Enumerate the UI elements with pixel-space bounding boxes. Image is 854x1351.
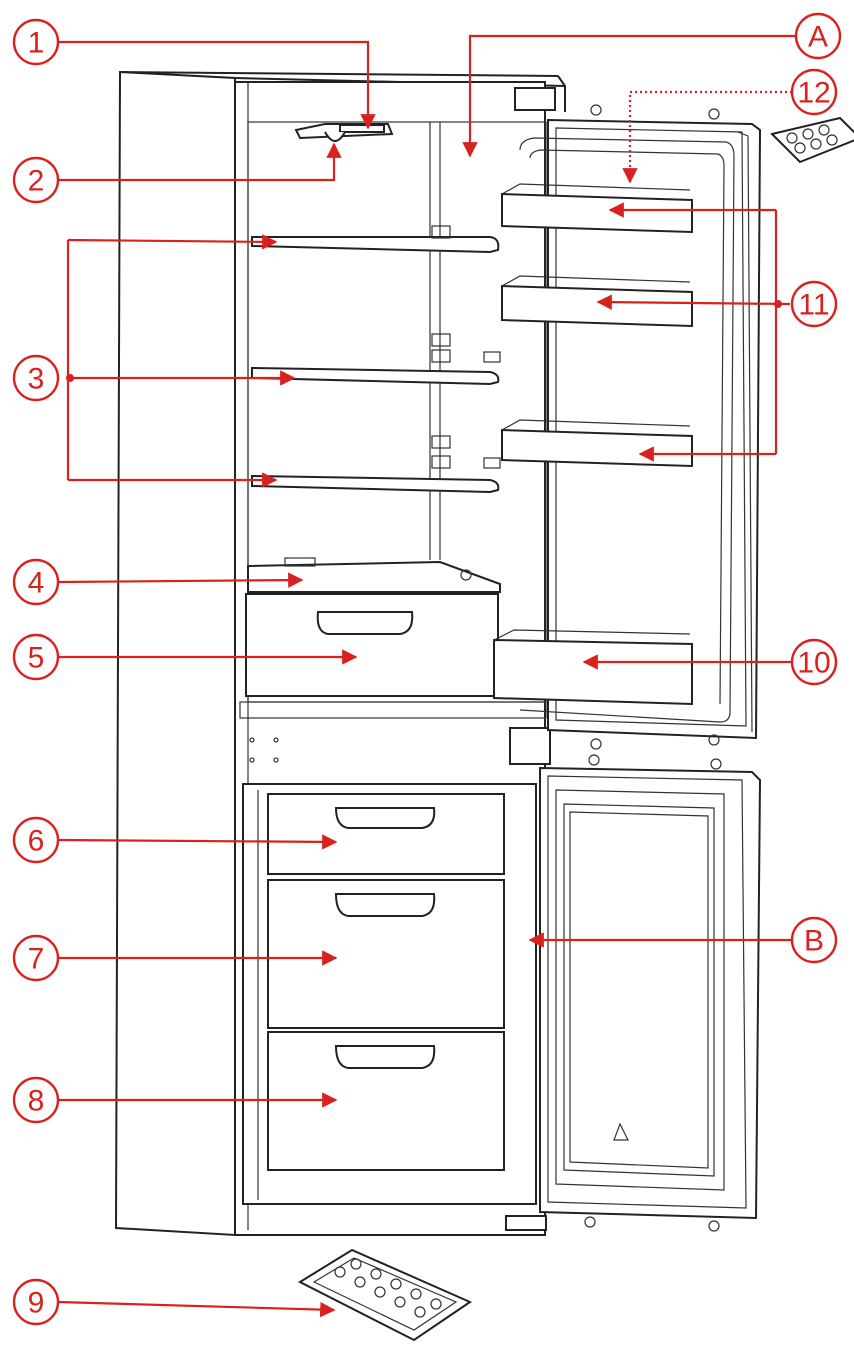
callout-6: 6 bbox=[12, 816, 60, 864]
callout-3: 3 bbox=[12, 354, 60, 402]
callout-1: 1 bbox=[12, 18, 60, 66]
callout-label: 1 bbox=[28, 27, 45, 60]
freezer-drawer-top bbox=[267, 793, 505, 875]
egg-tray bbox=[770, 116, 854, 164]
crisper-cover bbox=[247, 557, 501, 593]
callout-label: 6 bbox=[28, 825, 45, 858]
leader-1 bbox=[58, 40, 376, 130]
leader-6 bbox=[57, 834, 338, 850]
callout-7: 7 bbox=[12, 934, 60, 982]
callout-9: 9 bbox=[12, 1278, 60, 1326]
callout-label: 8 bbox=[28, 1085, 45, 1118]
callout-5: 5 bbox=[12, 633, 60, 681]
leader-A bbox=[462, 34, 796, 158]
glass-shelf-3 bbox=[251, 435, 501, 494]
callout-label: 11 bbox=[798, 289, 829, 322]
glass-shelf-1 bbox=[251, 225, 500, 254]
top-hinge bbox=[514, 87, 556, 111]
glass-shelf-2 bbox=[251, 333, 501, 386]
callout-11: 11 bbox=[790, 280, 838, 328]
bottom-hinge bbox=[505, 1215, 547, 1231]
callout-label: 3 bbox=[28, 363, 45, 396]
callout-label: 12 bbox=[797, 77, 830, 110]
callout-4: 4 bbox=[12, 558, 60, 606]
leader-11b bbox=[596, 294, 791, 310]
freezer-door bbox=[539, 754, 762, 1232]
callout-12: 12 bbox=[790, 68, 838, 116]
freezer-drawer-middle bbox=[267, 879, 505, 1029]
fridge-door bbox=[493, 104, 762, 750]
middle-hinge bbox=[509, 727, 551, 765]
leader-12 bbox=[622, 90, 792, 184]
leader-9 bbox=[57, 1300, 336, 1318]
callout-B: B bbox=[790, 916, 838, 964]
callout-2: 2 bbox=[12, 156, 60, 204]
door-balcony-1 bbox=[501, 183, 693, 234]
leader-4 bbox=[57, 572, 304, 588]
crisper-drawer bbox=[245, 593, 499, 697]
callout-label: A bbox=[808, 21, 828, 54]
callout-10: 10 bbox=[790, 638, 838, 686]
callout-label: B bbox=[804, 925, 824, 958]
callout-label: 10 bbox=[797, 647, 830, 680]
leader-2 bbox=[58, 142, 342, 182]
callout-A: A bbox=[794, 12, 842, 60]
callout-label: 2 bbox=[28, 165, 45, 198]
ice-cube-tray bbox=[297, 1248, 473, 1342]
callout-label: 4 bbox=[28, 567, 45, 600]
callout-label: 7 bbox=[28, 943, 45, 976]
callout-8: 8 bbox=[12, 1076, 60, 1124]
bottle-balcony bbox=[493, 629, 693, 706]
leader-lines bbox=[57, 34, 796, 1318]
callout-label: 9 bbox=[28, 1287, 45, 1320]
leader-3a bbox=[67, 234, 278, 250]
callout-label: 5 bbox=[28, 642, 45, 675]
